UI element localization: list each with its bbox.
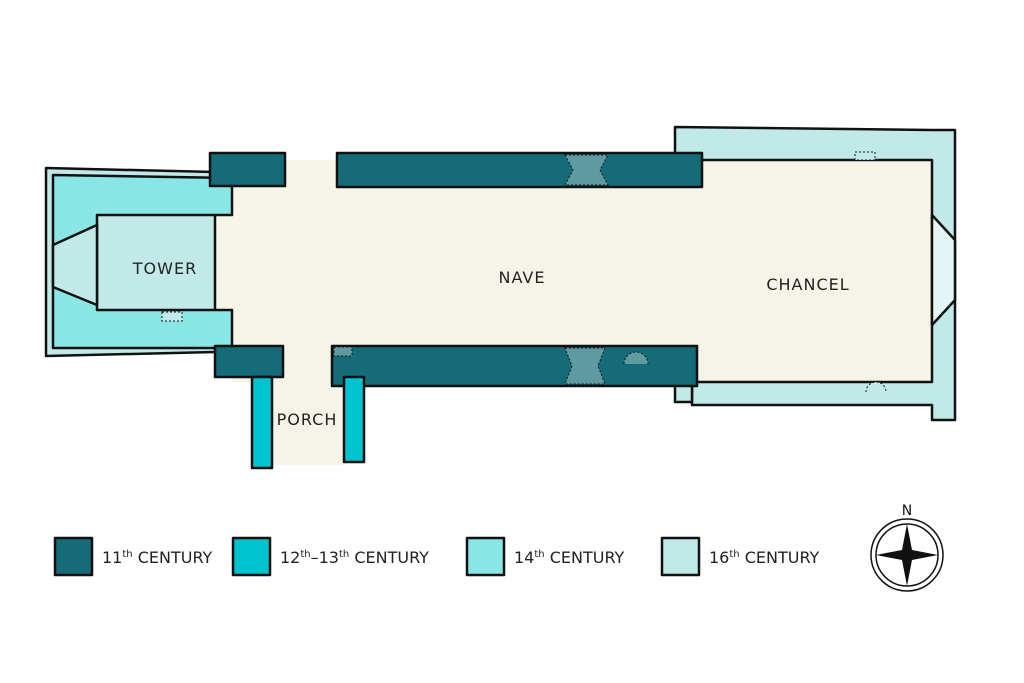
legend-label-12th-13th: 12th–13th CENTURY	[280, 548, 429, 567]
compass-rose-icon: N	[870, 503, 944, 592]
nave-label: NAVE	[499, 268, 546, 287]
chancel-east-window	[930, 213, 957, 327]
legend-swatch-12th-13th	[231, 536, 272, 577]
legend-swatch-16th	[660, 536, 701, 577]
tower-label: TOWER	[132, 259, 197, 278]
tower-west-window	[51, 223, 99, 307]
legend-swatch-11th	[53, 536, 94, 577]
legend-swatch-14th	[465, 536, 506, 577]
nave-south-window	[564, 347, 606, 385]
legend: 11th CENTURY 12th–13th CENTURY 14th CENT…	[53, 536, 820, 577]
compass-north-label: N	[902, 503, 912, 519]
porch-walls	[250, 375, 366, 470]
legend-label-16th: 16th CENTURY	[709, 548, 820, 567]
nave-north-window	[564, 154, 609, 186]
nave-walls	[208, 151, 704, 388]
porch-label: PORCH	[277, 410, 338, 429]
chancel-label: CHANCEL	[766, 275, 849, 294]
legend-label-11th: 11th CENTURY	[102, 548, 213, 567]
legend-label-14th: 14th CENTURY	[514, 548, 625, 567]
